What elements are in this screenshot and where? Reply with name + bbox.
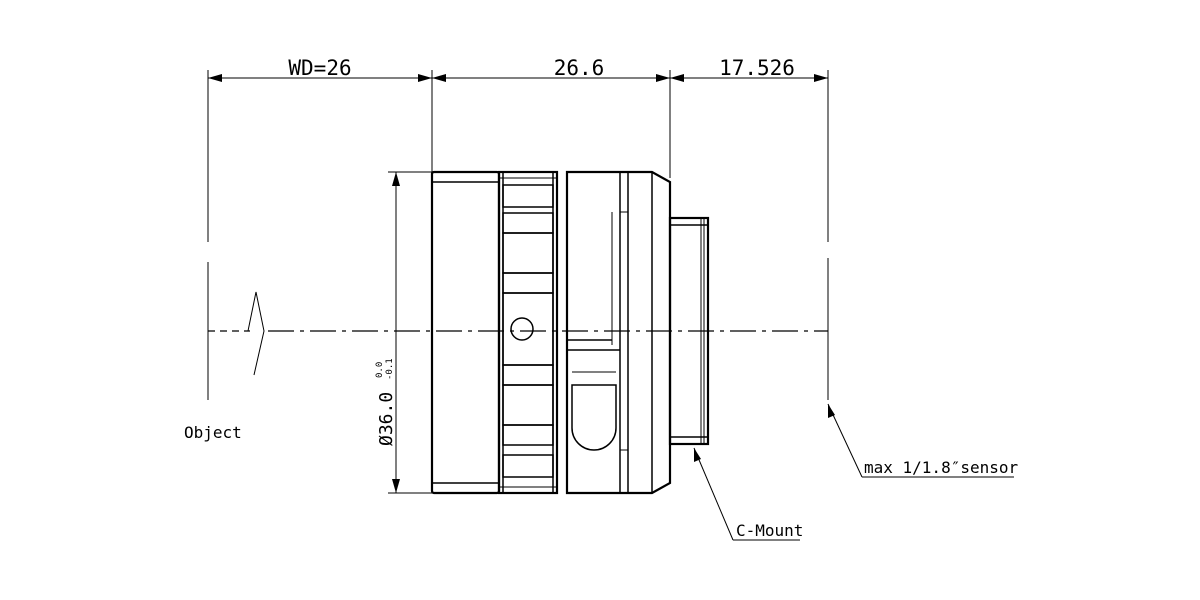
working-distance-label: WD=26 bbox=[288, 56, 351, 80]
lens-body bbox=[430, 170, 710, 495]
flange-back-label: 17.526 bbox=[719, 56, 795, 80]
sensor-label: max 1/1.8″sensor bbox=[864, 458, 1018, 477]
c-mount-label: C-Mount bbox=[736, 521, 803, 540]
sensor-leader bbox=[827, 403, 1014, 478]
diameter-tolerance-lower: -0.1 bbox=[385, 358, 395, 380]
object-label: Object bbox=[184, 423, 242, 442]
optical-axis bbox=[208, 291, 828, 376]
top-dimension-chain bbox=[208, 74, 828, 82]
diameter-dimension bbox=[388, 171, 432, 494]
c-mount-leader bbox=[693, 447, 800, 541]
lens-length-label: 26.6 bbox=[554, 56, 605, 80]
extension-lines bbox=[207, 70, 829, 400]
diameter-tolerance-upper: 0.0 bbox=[375, 362, 385, 378]
diameter-label: Ø36.0 bbox=[376, 392, 397, 446]
